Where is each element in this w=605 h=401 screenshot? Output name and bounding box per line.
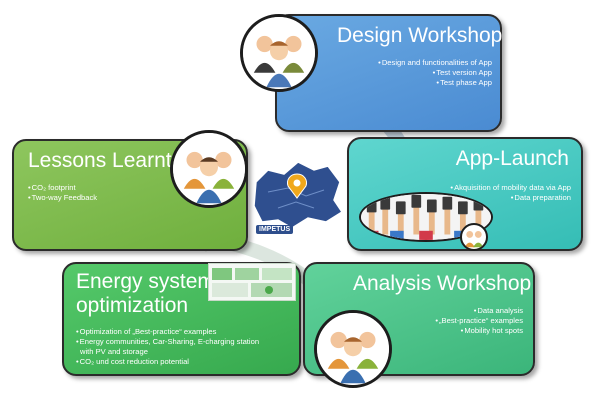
list-item: Test version App — [378, 68, 492, 78]
dashboard-thumbnail — [208, 263, 296, 301]
city-map-icon — [253, 161, 344, 229]
list-item: Data preparation — [450, 193, 571, 203]
people-group-icon — [240, 14, 318, 92]
list-item: Optimization of „Best-practice“ examples — [76, 327, 259, 337]
list-item: Mobility hot spots — [435, 326, 523, 336]
list-item: CO₂ footprint — [28, 183, 97, 193]
people-group-icon — [460, 223, 488, 251]
list-item-continuation: with PV and storage — [80, 347, 148, 356]
analysis-workshop-title: Analysis Workshop — [353, 272, 532, 295]
energy-title-line1: Energy system — [76, 270, 215, 293]
people-group-icon — [314, 310, 392, 388]
people-group-icon — [170, 130, 248, 208]
list-item: Akquisition of mobility data via App — [450, 183, 571, 193]
app-launch-title: App-Launch — [455, 147, 569, 170]
lessons-learnt-title: Lessons Learnt — [28, 149, 172, 172]
design-workshop-list: Design and functionalities of App Test v… — [378, 58, 492, 88]
design-workshop-title: Design Workshop — [337, 24, 503, 47]
lessons-learnt-list: CO₂ footprint Two-way Feedback — [28, 183, 97, 203]
list-item: Data analysis — [435, 306, 523, 316]
impetus-label: IMPETUS — [256, 225, 294, 234]
list-item: Design and functionalities of App — [378, 58, 492, 68]
location-pin-icon — [287, 173, 307, 199]
energy-title-line2: optimization — [76, 294, 189, 317]
energy-optimization-card: Energy system optimization Optimization … — [62, 262, 301, 376]
list-item: Energy communities, Car-Sharing, E-charg… — [76, 337, 259, 347]
list-item: Test phase App — [378, 78, 492, 88]
energy-optimization-title: Energy system optimization — [76, 270, 215, 318]
list-item: CO₂ und cost reduction potential — [76, 357, 259, 367]
analysis-workshop-list: Data analysis „Best-practice“ examples M… — [435, 306, 523, 336]
list-item: Two-way Feedback — [28, 193, 97, 203]
list-item: „Best-practice“ examples — [435, 316, 523, 326]
app-launch-list: Akquisition of mobility data via App Dat… — [450, 183, 571, 203]
energy-optimization-list: Optimization of „Best-practice“ examples… — [76, 327, 259, 367]
